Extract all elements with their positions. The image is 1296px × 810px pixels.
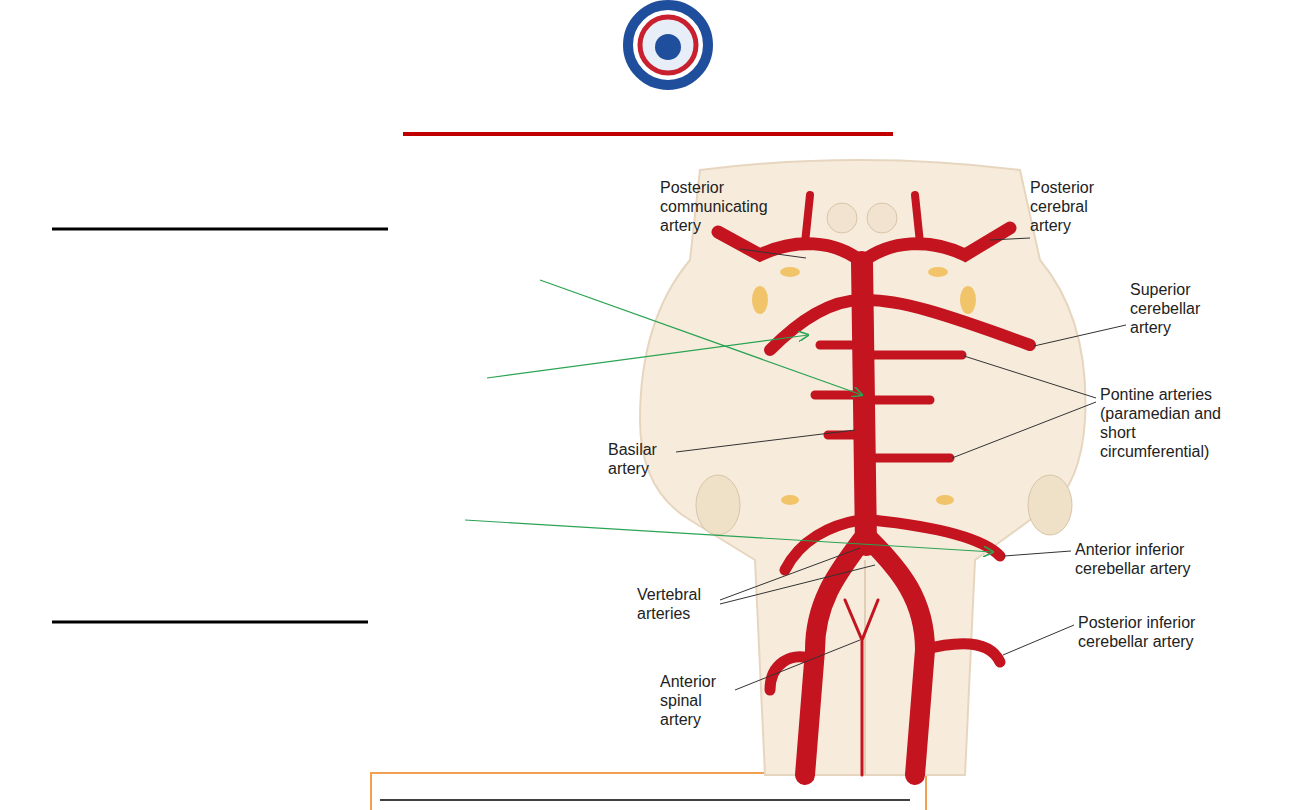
heading-rule bbox=[52, 621, 368, 624]
leader-line bbox=[735, 640, 860, 690]
artery-label: Pontine arteries (paramedian and short c… bbox=[1100, 385, 1230, 461]
leader-line bbox=[1003, 625, 1074, 655]
artery-label: Superior cerebellar artery bbox=[1130, 280, 1230, 337]
basilar-artery bbox=[862, 262, 866, 545]
leader-line bbox=[720, 565, 875, 604]
nerve-root bbox=[928, 267, 948, 277]
artery-label: Vertebral arteries bbox=[637, 585, 719, 623]
median-fissure bbox=[864, 560, 866, 775]
nerve-root bbox=[960, 286, 976, 314]
mammillary-body bbox=[867, 203, 897, 233]
aica bbox=[872, 520, 1000, 556]
arteries bbox=[718, 195, 1030, 775]
brainstem bbox=[640, 160, 1085, 775]
college-logo bbox=[628, 5, 708, 85]
anterior-spinal-artery bbox=[845, 600, 878, 775]
leader-line bbox=[676, 430, 855, 452]
nerve-root bbox=[781, 495, 799, 505]
artery-label: Posterior cerebral artery bbox=[1030, 178, 1130, 235]
pontine-arteries bbox=[815, 345, 857, 435]
pica bbox=[922, 644, 1000, 662]
leader-line bbox=[1034, 325, 1126, 346]
artery-label: Basilar artery bbox=[608, 440, 678, 478]
artery-label: Posterior inferior cerebellar artery bbox=[1078, 613, 1228, 651]
superior-cerebellar-artery bbox=[866, 300, 1030, 345]
posterior-cerebral-artery bbox=[862, 228, 1010, 262]
artery-label: Posterior communicating artery bbox=[660, 178, 785, 235]
superior-cerebellar-artery bbox=[770, 300, 862, 350]
vertebral-artery bbox=[870, 540, 925, 775]
nerve-root bbox=[752, 286, 768, 314]
heading-rule bbox=[52, 228, 388, 231]
green-arrows bbox=[465, 280, 993, 552]
title-rule bbox=[403, 132, 893, 136]
pointer-arrow bbox=[487, 335, 808, 378]
leader-lines bbox=[676, 238, 1126, 690]
nerve-root bbox=[936, 495, 954, 505]
caption-rule bbox=[380, 799, 910, 801]
leader-line bbox=[952, 402, 1096, 458]
leader-line bbox=[964, 356, 1096, 398]
logo-ring bbox=[628, 5, 708, 85]
nerve-root bbox=[780, 267, 800, 277]
artery-label: Anterior inferior cerebellar artery bbox=[1075, 540, 1225, 578]
pontine-arteries bbox=[872, 355, 962, 458]
posterior-communicating-artery bbox=[805, 195, 810, 243]
cut-peduncle bbox=[696, 475, 740, 535]
mammillary-body bbox=[827, 203, 857, 233]
posterior-cerebral-artery bbox=[718, 232, 862, 262]
cut-peduncle bbox=[1028, 475, 1072, 535]
posterior-communicating-artery bbox=[915, 195, 920, 243]
pointer-arrow bbox=[465, 520, 993, 552]
pointer-arrow bbox=[540, 280, 862, 395]
logo-center bbox=[655, 34, 681, 60]
leader-line bbox=[740, 249, 806, 258]
leader-line bbox=[990, 238, 1030, 240]
logo-inner bbox=[640, 17, 696, 73]
leader-line bbox=[1004, 551, 1071, 556]
caption-frame bbox=[371, 773, 926, 810]
aica bbox=[785, 520, 860, 570]
artery-label: Anterior spinal artery bbox=[660, 672, 735, 729]
